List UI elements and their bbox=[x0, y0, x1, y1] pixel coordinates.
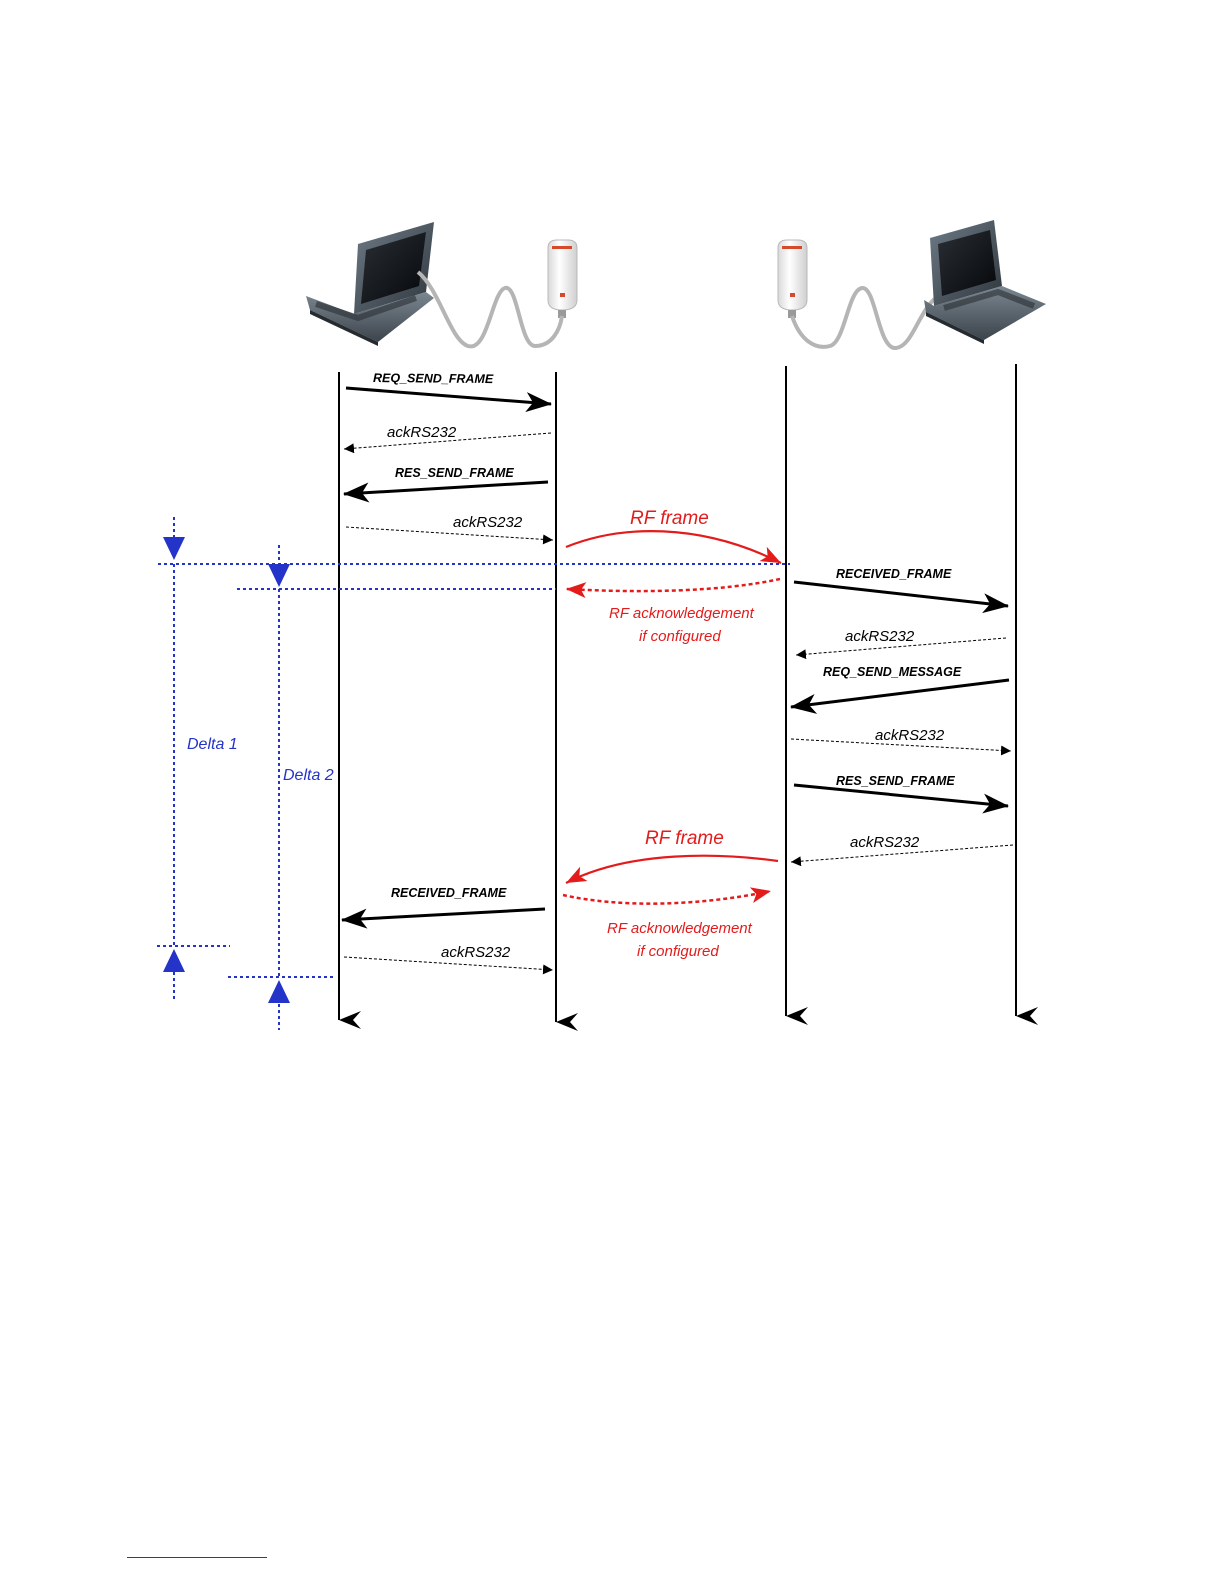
rf-frame-arrow-2 bbox=[566, 856, 778, 883]
req-send-frame-arrow bbox=[346, 388, 551, 404]
ack-rs232-label-5: ackRS232 bbox=[850, 834, 920, 851]
rf-frame-arrow-1 bbox=[566, 531, 781, 563]
rf-frame-label-1: RF frame bbox=[630, 508, 709, 529]
delta-1-end-arrow bbox=[163, 949, 185, 972]
req-send-message-label: REQ_SEND_MESSAGE bbox=[823, 665, 962, 679]
serial-cable bbox=[792, 288, 946, 348]
received-frame-label-2: RECEIVED_FRAME bbox=[391, 886, 507, 900]
delta-2-start-arrow bbox=[268, 564, 290, 587]
ack-rs232-label-3: ackRS232 bbox=[845, 628, 915, 645]
rf-frame-label-2: RF frame bbox=[645, 828, 724, 849]
laptop-icon bbox=[924, 220, 1046, 344]
rf-modem-icon bbox=[548, 240, 577, 318]
req-send-frame-label: REQ_SEND_FRAME bbox=[373, 371, 494, 386]
res-send-frame-arrow-2 bbox=[794, 785, 1008, 806]
ack-rs232-label-1: ackRS232 bbox=[387, 424, 457, 441]
rf-modem-icon bbox=[778, 240, 807, 318]
delta-2-end-arrow bbox=[268, 980, 290, 1003]
res-send-frame-label-2: RES_SEND_FRAME bbox=[836, 774, 955, 788]
footnote-separator bbox=[127, 1557, 267, 1558]
rf-ack-label-2-line-2: if configured bbox=[637, 943, 719, 960]
rf-ack-label-1-line-2: if configured bbox=[639, 628, 721, 645]
laptop-icon bbox=[306, 222, 434, 346]
res-send-frame-label-1: RES_SEND_FRAME bbox=[395, 466, 514, 480]
serial-cable bbox=[418, 272, 562, 346]
rf-ack-arrow-2 bbox=[563, 891, 771, 904]
rf-ack-label-2-line-1: RF acknowledgement bbox=[607, 920, 753, 937]
delta-1-label: Delta 1 bbox=[187, 736, 238, 753]
ack-rs232-label-2: ackRS232 bbox=[453, 514, 523, 531]
rf-ack-label-1-line-1: RF acknowledgement bbox=[609, 605, 755, 622]
received-frame-arrow-1 bbox=[794, 582, 1008, 606]
rf-ack-arrow-1 bbox=[566, 579, 780, 591]
delta-2-label: Delta 2 bbox=[283, 767, 334, 784]
received-frame-label-1: RECEIVED_FRAME bbox=[836, 567, 952, 581]
res-send-frame-arrow-1 bbox=[344, 482, 548, 494]
ack-rs232-label-6: ackRS232 bbox=[441, 944, 511, 961]
req-send-message-arrow bbox=[791, 680, 1009, 707]
delta-1-start-arrow bbox=[163, 537, 185, 560]
ack-rs232-label-4: ackRS232 bbox=[875, 727, 945, 744]
received-frame-arrow-2 bbox=[342, 909, 545, 920]
